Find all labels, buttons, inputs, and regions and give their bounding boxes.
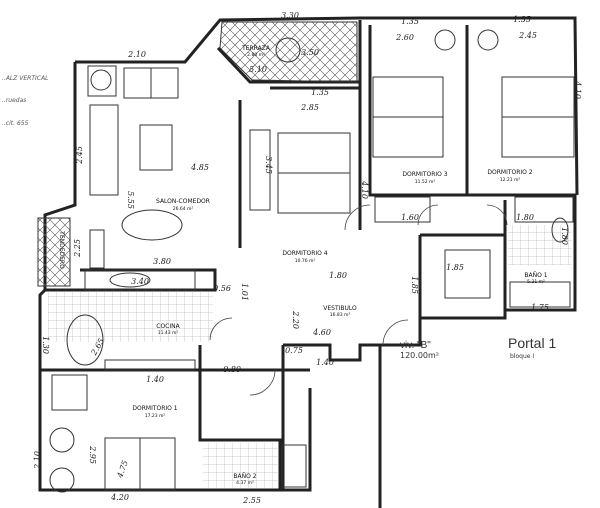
dimension-label: 0.56 (213, 284, 231, 293)
dimension-label: 1.80 (329, 271, 347, 280)
room-dorm4-area: 10.76 m² (295, 258, 316, 264)
terraza-floor (219, 21, 358, 83)
dimension-label: 4.10 (573, 80, 582, 99)
note-1: ..ALZ VERTICAL (2, 75, 48, 82)
room-dorm1-name: DORMITORIO 1 (132, 405, 177, 412)
room-tendedero-name: TENDEDERO (58, 230, 65, 269)
dimension-label: 2.55 (242, 496, 261, 505)
dimension-label: 1.60 (401, 213, 419, 222)
dimension-label: 1.80 (560, 227, 569, 245)
cocina-floor (48, 292, 213, 342)
unit-label: viv. "B" (400, 340, 431, 351)
dimension-label: 3.40 (131, 277, 149, 286)
bano2-floor (203, 443, 278, 488)
dimension-label: 1.01 (240, 283, 249, 301)
note-3: ..cit. 655 (2, 120, 29, 127)
dimension-label: 2.45 (518, 31, 537, 40)
dimension-label: 1.35 (513, 15, 531, 24)
dimension-label: 2.85 (300, 103, 319, 112)
bano1-floor (508, 225, 572, 265)
room-terraza-name: TERRAZA (241, 45, 271, 52)
room-vestibulo-name: VESTIBULO (323, 305, 357, 312)
room-dorm3-name: DORMITORIO 3 (402, 171, 447, 178)
dimension-label: 2.10 (127, 50, 146, 59)
room-bano2-area: 4.37 m² (236, 480, 254, 486)
dimension-label: 4.60 (312, 328, 331, 337)
dimension-label: 1.40 (316, 358, 334, 367)
dimension-label: 1.85 (446, 263, 464, 272)
room-bano1-area: 5.21 m² (527, 279, 545, 285)
dimension-label: 3.50 (301, 48, 319, 57)
room-salon-name: SALON-COMEDOR (156, 198, 210, 205)
dimension-label: 2.45 (75, 146, 84, 165)
dimension-label: 2.95 (88, 445, 97, 464)
room-bano2-name: BAÑO 2 (233, 473, 256, 480)
dimension-label: 4.10 (360, 180, 369, 199)
dimension-label: 1.85 (410, 276, 419, 294)
dimension-label: 2.20 (291, 310, 300, 329)
room-cocina-area: 11.43 m² (158, 330, 179, 336)
dimension-label: 4.20 (110, 493, 129, 502)
room-vestibulo-area: 16.83 m² (330, 312, 351, 318)
dimension-label: 2.25 (73, 239, 82, 258)
room-dorm2-name: DORMITORIO 2 (487, 169, 532, 176)
dimension-label: 3.30 (281, 11, 299, 20)
room-salon-area: 26.64 m² (173, 206, 194, 212)
dimension-labels: 3.30 2.10 1.35 1.35 2.60 2.45 3.50 5.10 1.35 2.85… (33, 11, 582, 505)
dimension-label: 4.75 (115, 459, 130, 480)
room-terraza-area: 2.80 m² (247, 52, 265, 58)
dimension-label: 5.55 (126, 191, 135, 209)
dimension-label: 1.35 (401, 17, 419, 26)
walls (38, 16, 579, 508)
unit-area: 120.00m² (400, 351, 439, 360)
dimension-label: 1.35 (311, 88, 329, 97)
tendedero-floor (37, 217, 71, 287)
furniture (49, 29, 575, 493)
room-bano1-name: BAÑO 1 (524, 272, 547, 279)
dimension-label: 2.10 (33, 451, 42, 470)
dimension-label: 1.75 (531, 303, 549, 312)
room-cocina-name: COCINA (156, 323, 180, 330)
dimension-label: 5.10 (249, 65, 267, 74)
dimension-label: 0.75 (285, 346, 303, 355)
dimension-label: 4.85 (190, 163, 209, 172)
dimension-label: 0.80 (223, 365, 241, 374)
dimension-label: 1.30 (41, 336, 50, 354)
portal-label: Portal 1 (508, 335, 556, 351)
room-dorm4-name: DORMITORIO 4 (282, 250, 327, 257)
room-dorm1-area: 17.23 m² (145, 413, 166, 419)
portal-block: bloque I (510, 353, 534, 360)
room-dorm3-area: 11.52 m² (415, 179, 436, 185)
room-dorm2-area: 12.21 m² (500, 177, 521, 183)
doors (209, 204, 508, 396)
dimension-label: 3.80 (153, 257, 171, 266)
dimension-label: 3.45 (264, 156, 273, 174)
dimension-label: 1.40 (146, 375, 164, 384)
dimension-label: 2.60 (395, 33, 414, 42)
dimension-label: 1.80 (516, 213, 534, 222)
note-2: ..ruedas (2, 97, 26, 104)
